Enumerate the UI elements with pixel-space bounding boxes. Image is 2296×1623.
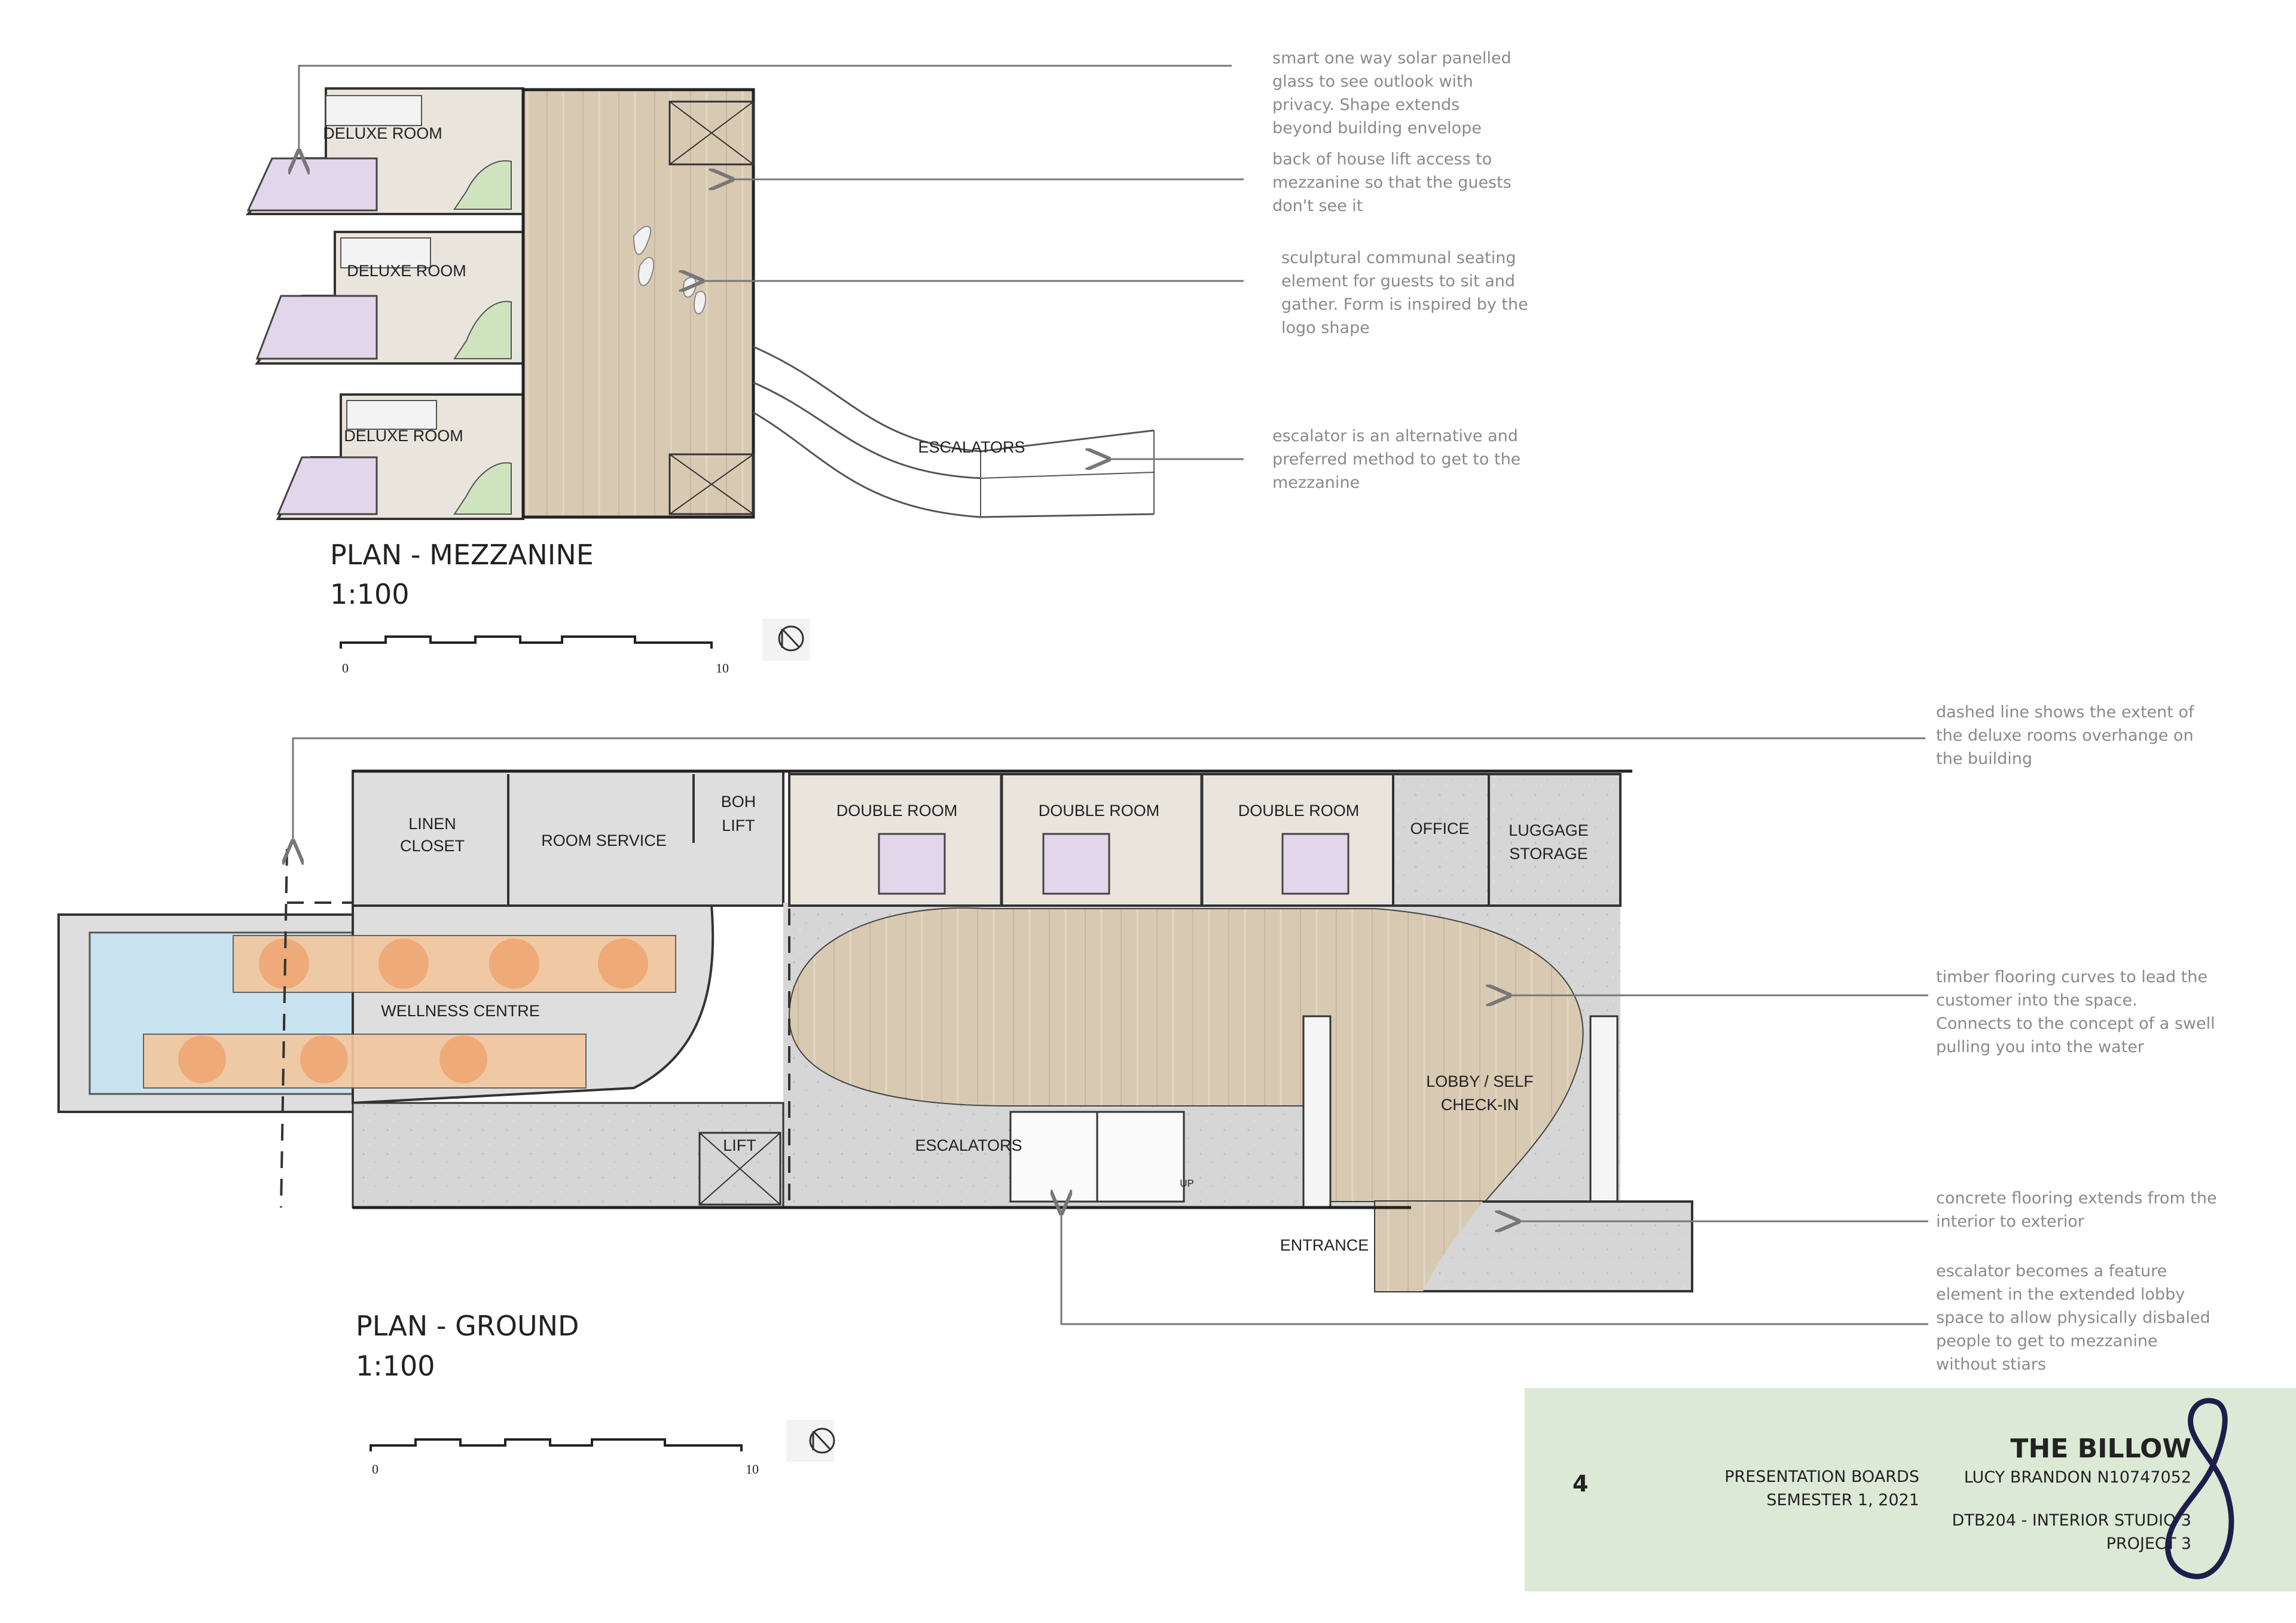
course: DTB204 - INTERIOR STUDIO 3 (1952, 1511, 2191, 1530)
timber-floor (788, 907, 1584, 1292)
mezzanine-scale-bar (340, 635, 713, 649)
ground-plan: LINEN CLOSET ROOM SERVICE BOH LIFT DOUBL… (57, 737, 1928, 1462)
linen-closet-label-2: CLOSET (400, 837, 465, 855)
double-room-label-3: DOUBLE ROOM (1238, 802, 1360, 820)
ground-note-2: timber flooring curves to lead the custo… (1936, 968, 2215, 1056)
luggage-storage-label-2: STORAGE (1509, 845, 1588, 863)
lobby-partition-right (1589, 1015, 1619, 1209)
entrance-label: ENTRANCE (1280, 1236, 1369, 1254)
boh-lift-box-bottom (668, 453, 755, 515)
ground-note-4: escalator becomes a feature element in t… (1936, 1262, 2210, 1374)
author: LUCY BRANDON N10747052 (1964, 1468, 2191, 1487)
page-number: 4 (1573, 1471, 1589, 1497)
mezzanine-plan-scale: 1:100 (330, 578, 410, 610)
ground-plan-scale: 1:100 (356, 1350, 435, 1382)
overhang-dashed-line (280, 771, 790, 1208)
ground-scale-bar (370, 1438, 743, 1451)
office-label: OFFICE (1410, 820, 1470, 838)
mezzanine-note-3: sculptural communal seating element for … (1281, 249, 1528, 337)
mezzanine-note-1: smart one way solar panelled glass to se… (1272, 49, 1512, 137)
boh-lift-box-top (668, 100, 755, 166)
ground-scale-end: 10 (746, 1462, 759, 1477)
billow-logo-icon (2165, 1398, 2234, 1579)
mezzanine-escalator (753, 346, 1155, 518)
mezzanine-plan: DELUXE ROOM DELUXE ROOM DELUXE ROOM ESCA… (245, 65, 1244, 661)
ground-plan-title: PLAN - GROUND (356, 1310, 579, 1342)
ground-north-icon (786, 1420, 835, 1462)
lobby-label-1: LOBBY / SELF (1426, 1072, 1534, 1090)
mezzanine-scale-start: 0 (342, 661, 349, 676)
boh-wing (352, 770, 784, 907)
mezzanine-escalators-label: ESCALATORS (918, 438, 1025, 456)
lobby-label-2: CHECK-IN (1441, 1096, 1519, 1114)
ground-note-1: dashed line shows the extent of the delu… (1936, 703, 2194, 768)
wellness-centre-label: WELLNESS CENTRE (381, 1002, 540, 1020)
room-service-label: ROOM SERVICE (541, 832, 667, 849)
double-room-label-2: DOUBLE ROOM (1039, 802, 1160, 820)
deluxe-room-2 (255, 231, 524, 365)
ground-escalator (1009, 1111, 1185, 1203)
ground-escalators-label: ESCALATORS (915, 1136, 1022, 1154)
deluxe-room-label-3: DELUXE ROOM (344, 427, 463, 445)
mezzanine-leader-lines (299, 65, 1244, 459)
up-label: UP (1180, 1178, 1194, 1189)
ground-leader-lines (293, 737, 1928, 1325)
linen-closet-label-1: LINEN (408, 815, 456, 833)
ground-note-3: concrete flooring extends from the inter… (1936, 1189, 2217, 1231)
boards-line-1: PRESENTATION BOARDS (1724, 1468, 1919, 1486)
project-number: PROJECT 3 (2106, 1535, 2191, 1553)
boh-lift-label-1: BOH (721, 793, 756, 811)
deluxe-room-label-1: DELUXE ROOM (323, 124, 442, 142)
boh-lift-label-2: LIFT (722, 817, 755, 835)
mezzanine-north-icon (762, 619, 810, 661)
title-block: 4 PRESENTATION BOARDS SEMESTER 1, 2021 T… (1525, 1388, 2296, 1591)
project-title: THE BILLOW (2010, 1434, 2191, 1464)
double-room-label-1: DOUBLE ROOM (836, 802, 958, 820)
mezzanine-corridor (521, 88, 755, 519)
office-luggage-block (1392, 773, 1622, 907)
loungers (143, 935, 676, 1089)
mezzanine-note-4: escalator is an alternative and preferre… (1272, 427, 1521, 492)
double-rooms-row (788, 773, 1394, 907)
ground-scale-start: 0 (372, 1462, 378, 1477)
mezzanine-scale-end: 10 (716, 661, 729, 676)
mezzanine-plan-title: PLAN - MEZZANINE (330, 539, 594, 571)
boards-line-2: SEMESTER 1, 2021 (1766, 1491, 1919, 1509)
lift-label: LIFT (723, 1136, 756, 1154)
mezzanine-note-2: back of house lift access to mezzanine s… (1272, 150, 1512, 215)
luggage-storage-label-1: LUGGAGE (1509, 821, 1589, 839)
concrete-west (352, 1102, 784, 1209)
deluxe-room-label-2: DELUXE ROOM (347, 262, 466, 280)
ground-lift-box (698, 1132, 781, 1206)
deluxe-room-1 (245, 87, 525, 215)
lobby-partition-left (1302, 1015, 1332, 1209)
deluxe-room-3 (276, 393, 524, 520)
